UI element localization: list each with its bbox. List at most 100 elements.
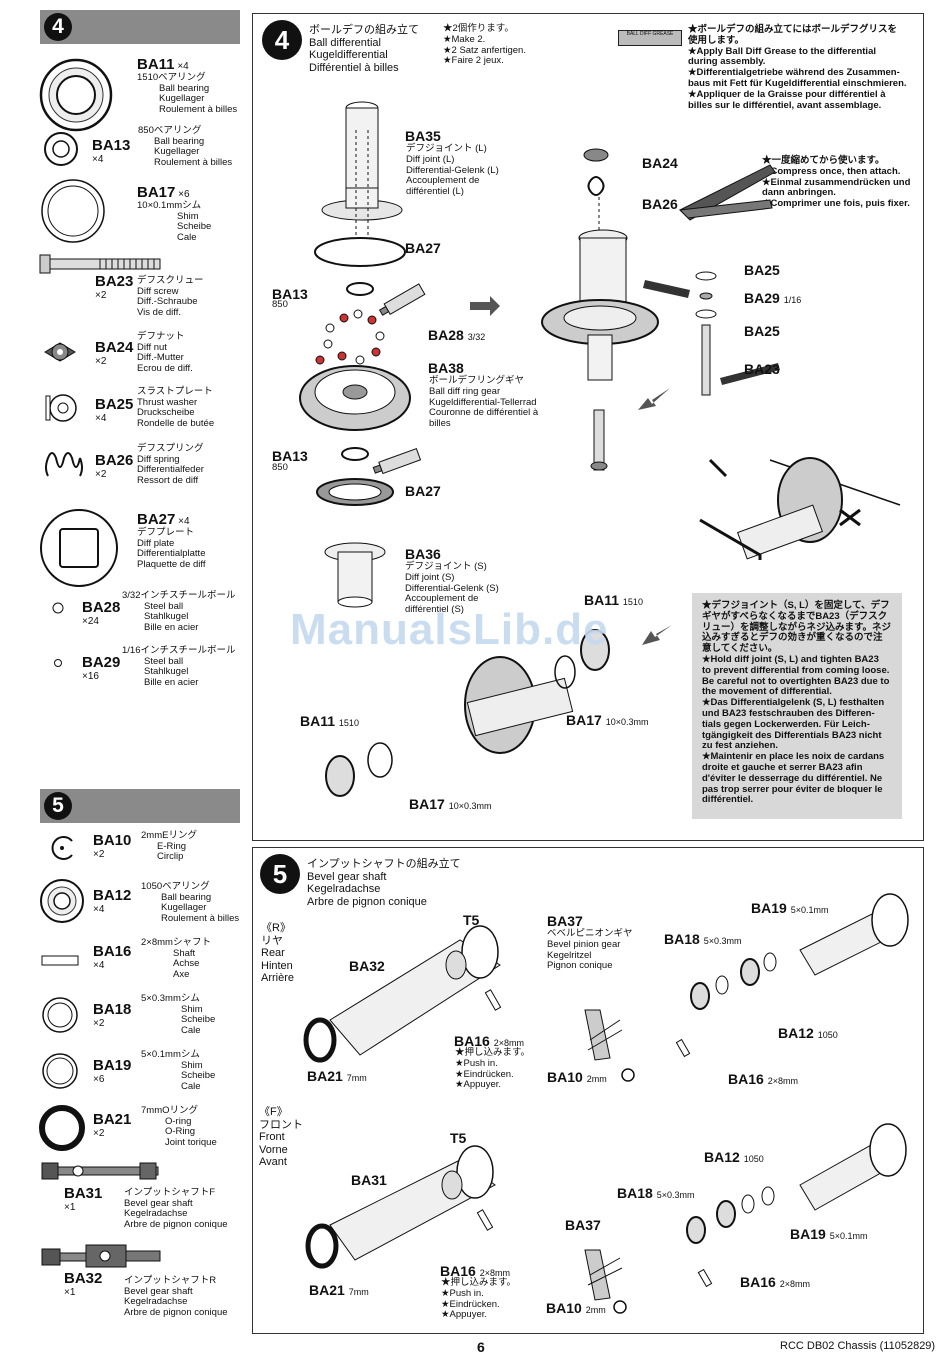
label-ba36: BA36: [405, 546, 441, 562]
label-ba26: BA26: [642, 196, 678, 212]
ba37-rear-assembly: [584, 893, 909, 1082]
label-ba25-b: BA25: [744, 323, 780, 339]
label-ba12-front: BA12 1050: [704, 1149, 764, 1165]
ba31-front-shaft: [305, 1145, 496, 1269]
label-ba17: BA17 10×0.3mm: [566, 712, 649, 728]
step4-make-note: ★2個作ります。 ★Make 2. ★2 Satz anfertigen. ★F…: [443, 23, 526, 67]
ba13-sub-b: 850: [272, 462, 288, 473]
rear-label: 《R》 リヤ Rear Hinten Arrière: [261, 922, 295, 984]
label-ba11-b: BA11 1510: [300, 713, 359, 729]
assembled-diff-hex: [699, 457, 901, 560]
step5-title: インプットシャフトの組み立て Bevel gear shaft Kegelrad…: [307, 858, 461, 908]
ba18-shim-icon: [42, 997, 78, 1033]
label-t5-front: T5: [450, 1130, 467, 1146]
label-ba11: BA11 1510: [584, 592, 643, 608]
ba16-rear-note: ★押し込みます。 ★Push in. ★Eindrücken. ★Appuyer…: [455, 1047, 531, 1091]
watermark: ManualsLib.de: [290, 605, 609, 654]
grease-tube-icon: BALL DIFF GREASE: [618, 30, 682, 46]
step4-parts-header: 4: [40, 10, 240, 44]
label-ba23: BA23: [744, 361, 780, 377]
label-ba21-front: BA21 7mm: [309, 1282, 369, 1298]
label-ba16b-front: BA16 2×8mm: [740, 1274, 810, 1290]
label-ba38: BA38: [428, 360, 464, 376]
label-ba16b-rear: BA16 2×8mm: [728, 1071, 798, 1087]
ba28-steel-ball-icon: [52, 602, 64, 614]
hold-note: ★デフジョイント（S, L）を固定して、デフ ギヤがすべらなくなるまでBA23（…: [702, 600, 892, 806]
label-ba28: BA28 3/32: [428, 327, 486, 343]
ba13-bearing-top: [346, 282, 374, 296]
step5-number: 5: [260, 854, 300, 894]
label-ba10-front: BA10 2mm: [546, 1300, 606, 1316]
label-ba12-rear: BA12 1050: [778, 1025, 838, 1041]
label-ba24: BA24: [642, 155, 678, 171]
assembled-diff: [541, 229, 659, 471]
assembly-line: [355, 130, 369, 250]
ba38-ring-gear: [299, 365, 411, 431]
label-ba19-front: BA19 5×0.1mm: [790, 1226, 868, 1242]
ba17-shim-icon: [41, 179, 105, 243]
part-ba11: BA11 ×4 1510ベアリング Ball bearing Kugellage…: [137, 56, 238, 115]
label-ba13: BA13: [272, 286, 308, 302]
label-ba29: BA29 1/16: [744, 290, 802, 306]
ba13-bearing-icon: [44, 132, 78, 166]
ba31-shaft-icon: [41, 1162, 159, 1180]
exploded-bearing-row: [325, 629, 610, 797]
label-ba13-b: BA13: [272, 448, 308, 464]
ba16-shaft-icon: [41, 955, 79, 966]
ba23-screw-assembly: [695, 271, 717, 396]
step4-number: 4: [262, 20, 302, 60]
arrow-icon: [642, 625, 672, 645]
ba16-front-note: ★押し込みます。 ★Push in. ★Eindrücken. ★Appuyer…: [441, 1277, 517, 1321]
ba24-nut-icon: [44, 342, 76, 362]
label-ba16-front: BA16 2×8mm: [440, 1263, 510, 1279]
ba37-desc: ベベルピニオンギヤ Bevel pinion gear Kegelritzel …: [547, 928, 633, 972]
label-ba37-front: BA37: [565, 1217, 601, 1233]
step-number: 5: [44, 792, 72, 820]
label-ba16-rear: BA16 2×8mm: [454, 1033, 524, 1049]
ba19-shim-icon: [42, 1053, 78, 1089]
ba27-plate-icon: [40, 509, 118, 587]
ba32-rear-shaft: [303, 925, 502, 1063]
label-ba19-rear: BA19 5×0.1mm: [751, 900, 829, 916]
label-ba25: BA25: [744, 262, 780, 278]
label-ba32: BA32: [349, 958, 385, 974]
grease-note: ★ボールデフの組み立てにはボールデフグリスを 使用します。 ★Apply Bal…: [688, 24, 907, 111]
ba35-desc: デフジョイント (L) Diff joint (L) Differential-…: [406, 143, 499, 198]
compress-note: ★一度縮めてから使います。 ★Compress once, then attac…: [762, 155, 911, 210]
hold-tool-icon: [643, 280, 690, 298]
grease-tube-small-2: [372, 447, 422, 475]
ba36-desc: デフジョイント (S) Diff joint (S) Differential-…: [405, 561, 499, 616]
ba32-shaft-icon: [41, 1244, 161, 1268]
ba21-o-ring-icon: [39, 1105, 85, 1151]
label-ba35: BA35: [405, 128, 441, 144]
label-ba37-rear: BA37: [547, 913, 583, 929]
ba38-desc: ボールデフリングギヤ Ball diff ring gear Kugeldiff…: [429, 375, 539, 430]
label-t5-rear: T5: [463, 912, 480, 928]
next-arrow-icon: [470, 296, 500, 316]
ba25-washer-icon: [45, 394, 77, 422]
arrow-icon: [638, 388, 670, 410]
ba11-bearing-icon: [39, 58, 113, 132]
arrow-icon: [708, 458, 728, 478]
front-label: 《F》 フロント Front Vorne Avant: [259, 1106, 303, 1168]
ba23-screw-icon: [39, 254, 161, 274]
label-ba10-rear: BA10 2mm: [547, 1069, 607, 1085]
label-ba27: BA27: [405, 240, 441, 256]
step4-title: ボールデフの組み立て Ball differential Kugeldiffer…: [309, 24, 419, 74]
ba26-spring: [587, 176, 605, 196]
ba36-diff-joint-s: [324, 542, 386, 608]
footer-model: RCC DB02 Chassis (11052829): [780, 1340, 936, 1352]
grease-tube-small: [378, 283, 426, 316]
step-number: 4: [44, 13, 72, 41]
ba27-plate-top: [314, 237, 406, 267]
ba35-diff-joint-l: [321, 101, 403, 221]
part-ba27: BA27 ×4 デフプレート Diff plate Differentialpl…: [137, 511, 206, 570]
hold-note-box: [692, 593, 902, 819]
ba26-spring-icon: [45, 452, 83, 477]
label-ba18-rear: BA18 5×0.3mm: [664, 931, 742, 947]
ba37-front-assembly: [584, 1123, 907, 1314]
ba24-nut: [583, 148, 609, 162]
